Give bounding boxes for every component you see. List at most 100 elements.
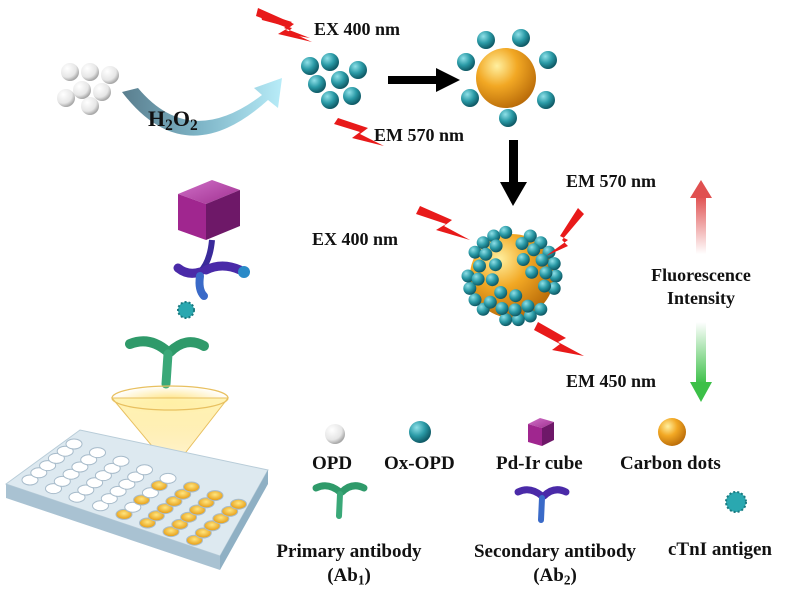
plate-well-lit [180, 511, 198, 523]
ox-opd-sphere [461, 269, 475, 283]
ox-opd-sphere [499, 313, 513, 327]
ox-opd-sphere [468, 245, 482, 259]
plate-well [53, 475, 71, 487]
microplate [4, 429, 269, 570]
secondary-antibody [173, 239, 250, 300]
plate-well [100, 493, 118, 505]
fluorescence-label: Fluorescence Intensity [636, 264, 766, 309]
ox-opd-sphere [523, 229, 537, 243]
legend-ox-opd-label: Ox-OPD [384, 453, 455, 474]
plate-well-lit [183, 481, 200, 493]
arrow-right-icon [388, 68, 460, 92]
plate-well [86, 477, 104, 489]
ox-opd-sphere [521, 299, 535, 313]
primary-antibody-abbr: (Ab1) [327, 564, 371, 588]
plate-well [159, 472, 177, 484]
ox-opd-sphere [508, 303, 522, 317]
ox-opd-sphere [535, 253, 549, 267]
plate-well-lit [203, 520, 221, 532]
arrow-down-icon [500, 140, 527, 206]
plate-well [62, 468, 80, 480]
legend-ctni-antigen-label: cTnI antigen [668, 539, 772, 560]
plate-well-lit [212, 513, 230, 525]
ox-opd-cluster [301, 53, 367, 109]
h2o2-label: H2O2 [148, 106, 198, 134]
plate-well [77, 484, 95, 496]
plate-well-lit [197, 497, 215, 509]
plate-well-lit [171, 518, 189, 530]
plate-well-lit [156, 503, 174, 515]
ox-opd-sphere [516, 253, 530, 266]
ox-opd-sphere [468, 293, 482, 307]
plate-well-lit [115, 508, 133, 520]
ox-opd-sphere [485, 273, 499, 287]
legend-opd-label: OPD [312, 453, 353, 474]
ox-opd-sphere [476, 236, 490, 250]
secondary-antibody-abbr: (Ab2) [533, 564, 577, 588]
plate-well-lit [133, 494, 151, 506]
plate-well-lit [206, 490, 224, 502]
ox-opd-sphere [538, 279, 551, 293]
plate-well [109, 485, 127, 497]
em-right-top-label: EM 570 nm [566, 171, 656, 191]
ox-opd-sphere [515, 237, 529, 250]
ex-left-label: EX 400 nm [312, 229, 399, 249]
lightning-icon [256, 8, 312, 42]
ctni-antigen [177, 301, 195, 319]
glow-cone [110, 385, 230, 471]
primary-antibody-name: Primary antibody [276, 541, 422, 562]
pd-ir-cube [178, 180, 240, 240]
ex-top-label: EX 400 nm [314, 19, 401, 39]
em-right-bottom-label: EM 450 nm [566, 371, 656, 391]
plate-well [80, 454, 98, 466]
ox-opd-sphere [483, 295, 497, 309]
plate-well [136, 464, 153, 476]
plate-well [45, 483, 62, 495]
plate-well-lit [230, 498, 247, 510]
plate-well [21, 474, 39, 486]
plate-well-lit [221, 505, 239, 517]
plate-well [39, 460, 57, 472]
lightning-icon [416, 206, 470, 240]
plate-well [127, 471, 145, 483]
plate-well [89, 447, 106, 459]
legend-ox-opd-icon [409, 421, 431, 443]
arrow-up-icon [690, 180, 712, 254]
ox-opd-sphere [509, 289, 523, 303]
ox-opd-sphere [527, 243, 541, 257]
plate-well [92, 500, 109, 512]
ox-opd-sphere [487, 229, 501, 243]
plate-well-lit [174, 488, 192, 500]
plate-well-lit [186, 534, 203, 546]
legend-ctni-antigen-icon [725, 491, 747, 513]
ox-opd-sphere [489, 239, 503, 253]
plate-well [30, 467, 48, 479]
arrow-down-green-icon [690, 322, 712, 402]
fluorescence-line2: Intensity [666, 287, 735, 308]
curved-arrow-icon [122, 78, 282, 136]
coated-carbon-dot [461, 225, 563, 327]
plate-well [56, 445, 74, 457]
ox-opd-sphere [471, 272, 485, 286]
legend-pd-ir-cube-icon [528, 418, 554, 446]
secondary-antibody-name: Secondary antibody [473, 541, 637, 562]
legend-secondary-antibody-icon [514, 486, 570, 523]
legend-primary-antibody-label: Primary antibody (Ab1) [258, 540, 440, 589]
plate-well-lit [162, 526, 180, 538]
legend-primary-antibody-icon [312, 482, 368, 519]
ox-opd-sphere [523, 309, 537, 323]
legend-pd-ir-cube-label: Pd-Ir cube [496, 453, 583, 474]
primary-antibody [125, 336, 209, 389]
legend-carbon-dots-icon [658, 418, 686, 446]
ox-opd-sphere [494, 286, 508, 299]
plate-well-lit [194, 527, 212, 539]
lightning-icon [334, 118, 384, 146]
legend-opd-icon [325, 424, 345, 444]
plate-well-lit [188, 504, 206, 516]
ox-opd-sphere [499, 225, 513, 239]
plate-well [68, 491, 86, 503]
ox-opd-sphere [534, 302, 548, 316]
legend-carbon-dots-label: Carbon dots [620, 453, 721, 474]
